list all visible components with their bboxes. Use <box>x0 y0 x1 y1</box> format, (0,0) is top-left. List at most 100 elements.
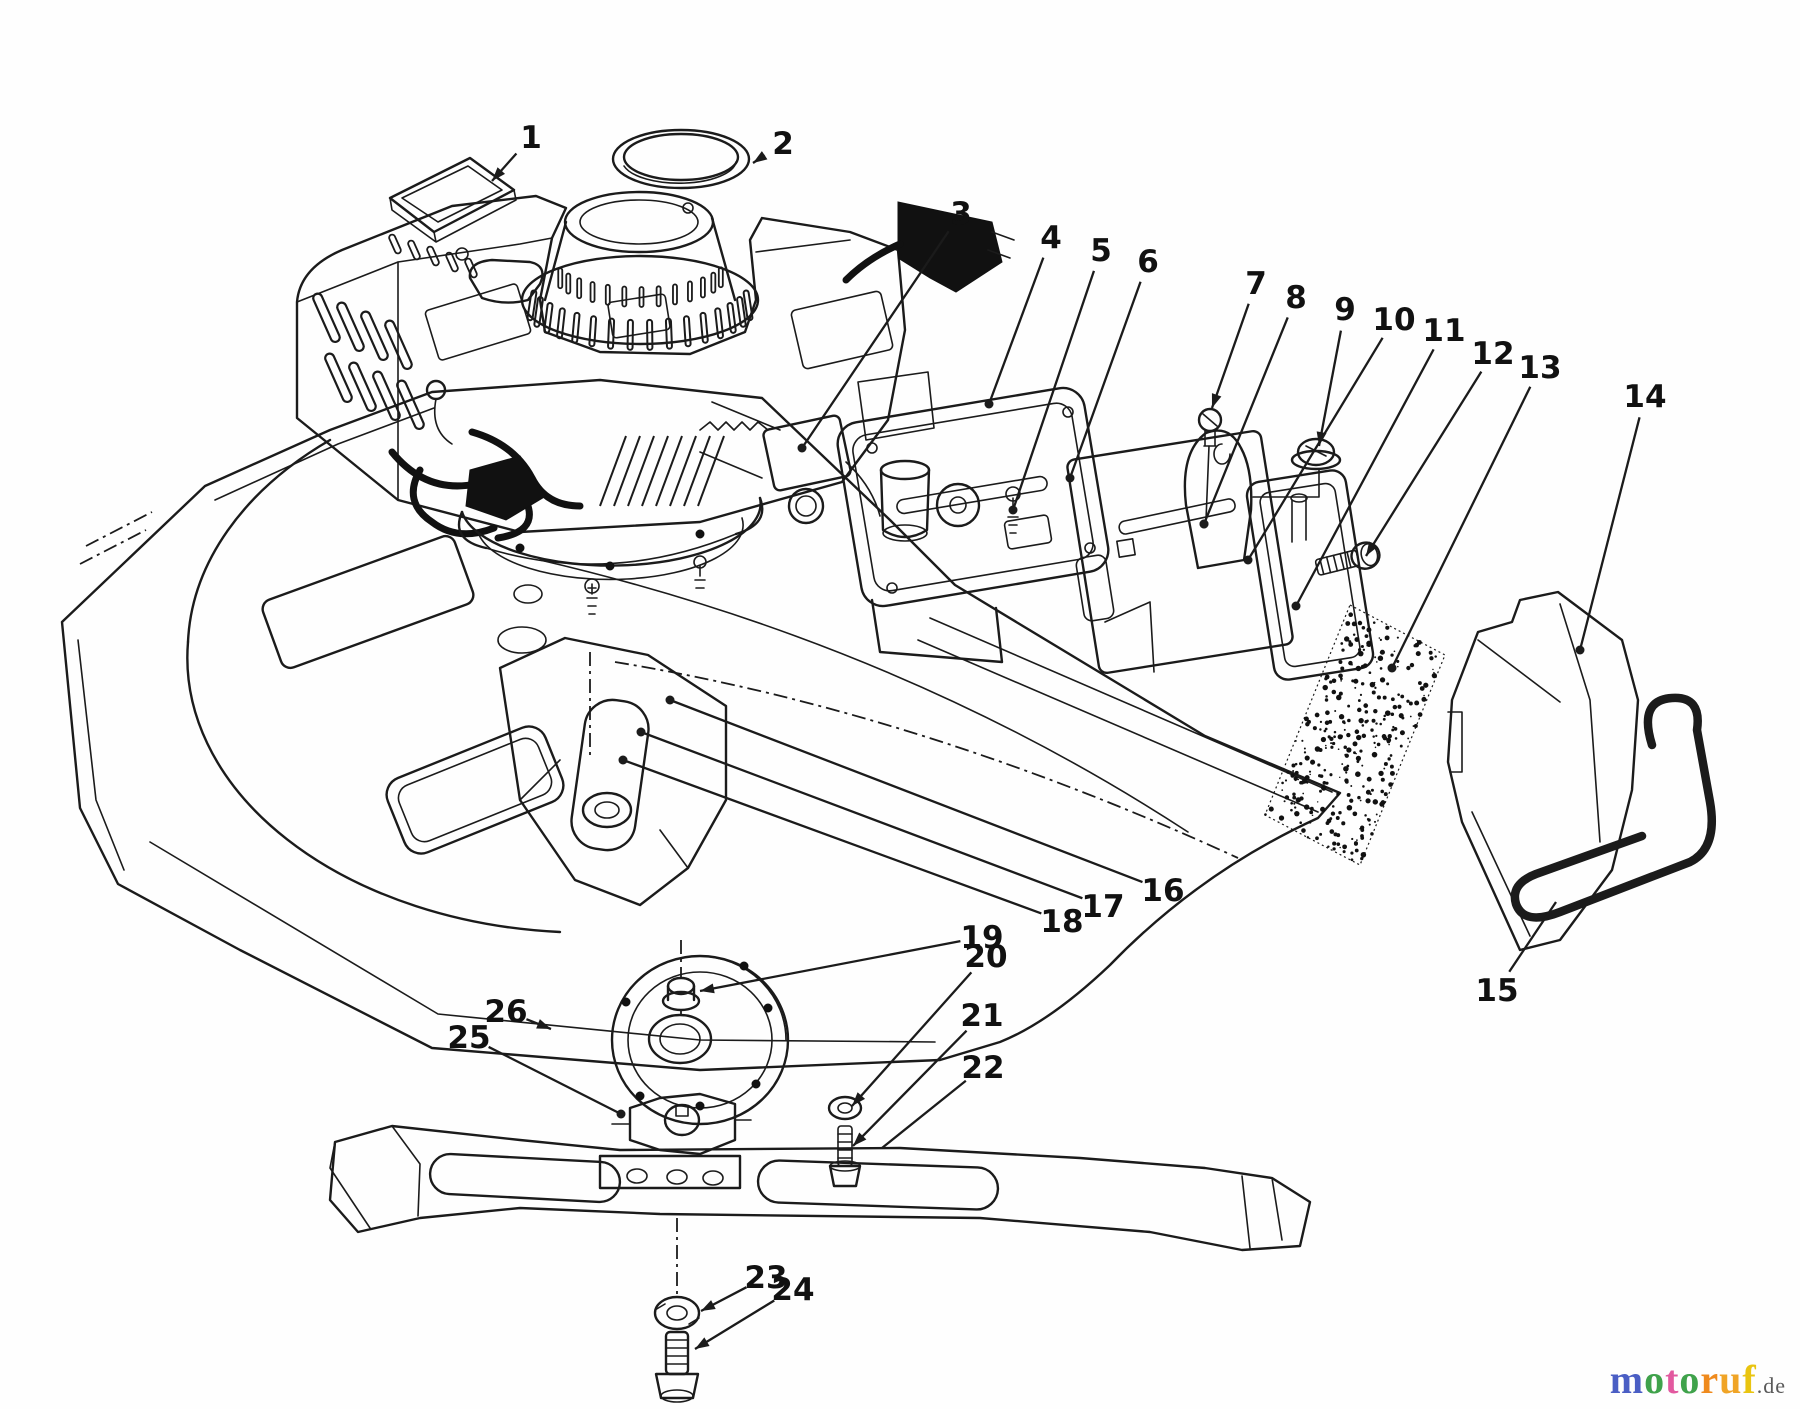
leader-arrowhead <box>753 151 768 163</box>
leader-dot <box>984 399 994 409</box>
watermark-letter: u <box>1719 1357 1743 1402</box>
wiring-harness <box>388 379 584 542</box>
flange-nut-part9 <box>1290 437 1342 471</box>
callout-number: 9 <box>1334 292 1356 328</box>
part-callout-11: 11 <box>1291 313 1466 611</box>
leader-line <box>851 971 973 1107</box>
part-callout-14: 14 <box>1575 379 1667 655</box>
watermark-letter: o <box>1679 1357 1701 1402</box>
part-callout-24: 24 <box>694 1272 815 1350</box>
part-callout-20: 20 <box>851 939 1008 1107</box>
callout-number: 21 <box>960 998 1003 1034</box>
leader-line <box>640 730 1083 900</box>
leader-line <box>1317 330 1343 447</box>
callout-number: 14 <box>1623 379 1666 415</box>
lock-washer-part23 <box>653 1295 701 1331</box>
leader-line <box>694 1299 775 1350</box>
leader-arrowhead <box>1211 393 1222 408</box>
cover-retainer-bail <box>1510 693 1717 922</box>
washer-part20 <box>827 1095 863 1121</box>
leader-line <box>1390 386 1532 669</box>
leader-dot <box>1291 601 1301 611</box>
callout-number: 8 <box>1285 280 1307 316</box>
callout-number: 6 <box>1137 244 1159 280</box>
part-callout-22: 22 <box>881 1050 1005 1149</box>
engine-decal <box>424 283 894 370</box>
seal-ring-part2 <box>611 128 751 190</box>
part-callout-3: 3 <box>797 196 972 453</box>
leader-arrowhead <box>536 1019 551 1029</box>
leader-line <box>987 257 1045 405</box>
watermark-letter: r <box>1700 1357 1720 1402</box>
bolt-part21 <box>828 1125 862 1188</box>
part-callout-2: 2 <box>752 126 794 164</box>
leader-line <box>669 698 1143 884</box>
leader-line <box>852 1029 968 1147</box>
callout-number: 17 <box>1081 889 1124 925</box>
leader-dot <box>1575 645 1585 655</box>
leader-arrowhead <box>852 1092 866 1106</box>
spark-plug-boot <box>842 201 1015 293</box>
part-callout-25: 25 <box>447 1020 626 1119</box>
leader-dot <box>797 443 807 453</box>
part-callout-10: 10 <box>1243 302 1416 565</box>
leader-dot <box>1243 555 1253 565</box>
callout-number: 19 <box>960 920 1003 956</box>
leader-line <box>1508 901 1557 973</box>
leader-dot <box>636 727 646 737</box>
part-callout-12: 12 <box>1365 336 1515 557</box>
watermark-motoruf: motoruf.de <box>1610 1356 1786 1403</box>
part-callout-4: 4 <box>984 220 1062 409</box>
leader-line <box>1247 337 1384 561</box>
watermark-suffix: .de <box>1756 1373 1786 1398</box>
blade-driver-part25 <box>611 1092 752 1156</box>
starter-vent-slots <box>526 266 754 351</box>
blade-adapter-plate <box>610 954 790 1126</box>
leader-arrowhead <box>492 167 506 181</box>
leader-line <box>1365 371 1483 557</box>
cover-plate-part1 <box>388 156 517 243</box>
part-callout-9: 9 <box>1316 292 1356 447</box>
callout-number: 20 <box>964 939 1007 975</box>
leader-line <box>1011 270 1096 511</box>
part-callout-17: 17 <box>636 727 1125 925</box>
callout-number: 24 <box>771 1272 814 1308</box>
leader-arrowhead <box>700 983 715 994</box>
watermark-letter: o <box>1644 1357 1666 1402</box>
callout-number: 23 <box>744 1260 787 1296</box>
callout-number: 1 <box>520 120 542 156</box>
part-callout-15: 15 <box>1475 901 1557 1009</box>
callout-number: 13 <box>1518 350 1561 386</box>
leader-arrowhead <box>695 1337 710 1349</box>
leader-line <box>881 1079 967 1149</box>
part-callout-21: 21 <box>852 998 1004 1147</box>
callout-number: 16 <box>1141 873 1184 909</box>
part-callout-23: 23 <box>700 1260 788 1313</box>
leader-dot <box>1008 505 1018 515</box>
blade-part22 <box>328 1124 1312 1252</box>
blower-housing-flange <box>457 496 764 654</box>
callout-number: 12 <box>1471 336 1514 372</box>
part-callout-13: 13 <box>1387 350 1562 673</box>
part-callout-5: 5 <box>1008 233 1112 515</box>
leader-dot <box>665 695 675 705</box>
callout-number: 4 <box>1040 220 1062 256</box>
watermark-letter: m <box>1609 1357 1645 1402</box>
part-callout-16: 16 <box>665 695 1185 909</box>
cowl-vent-slots <box>312 233 478 431</box>
leader-line <box>801 230 950 449</box>
handle-bracket <box>498 636 728 907</box>
callout-number: 26 <box>484 994 527 1030</box>
callout-number: 18 <box>1040 904 1083 940</box>
leader-arrowhead <box>701 1300 716 1311</box>
callout-number: 11 <box>1422 313 1465 349</box>
leader-arrowhead <box>853 1132 867 1146</box>
callout-number: 7 <box>1245 266 1267 302</box>
leader-dot <box>1387 663 1397 673</box>
leader-line <box>1294 348 1435 607</box>
leader-arrowhead <box>1366 541 1378 556</box>
leader-dot <box>616 1109 626 1119</box>
